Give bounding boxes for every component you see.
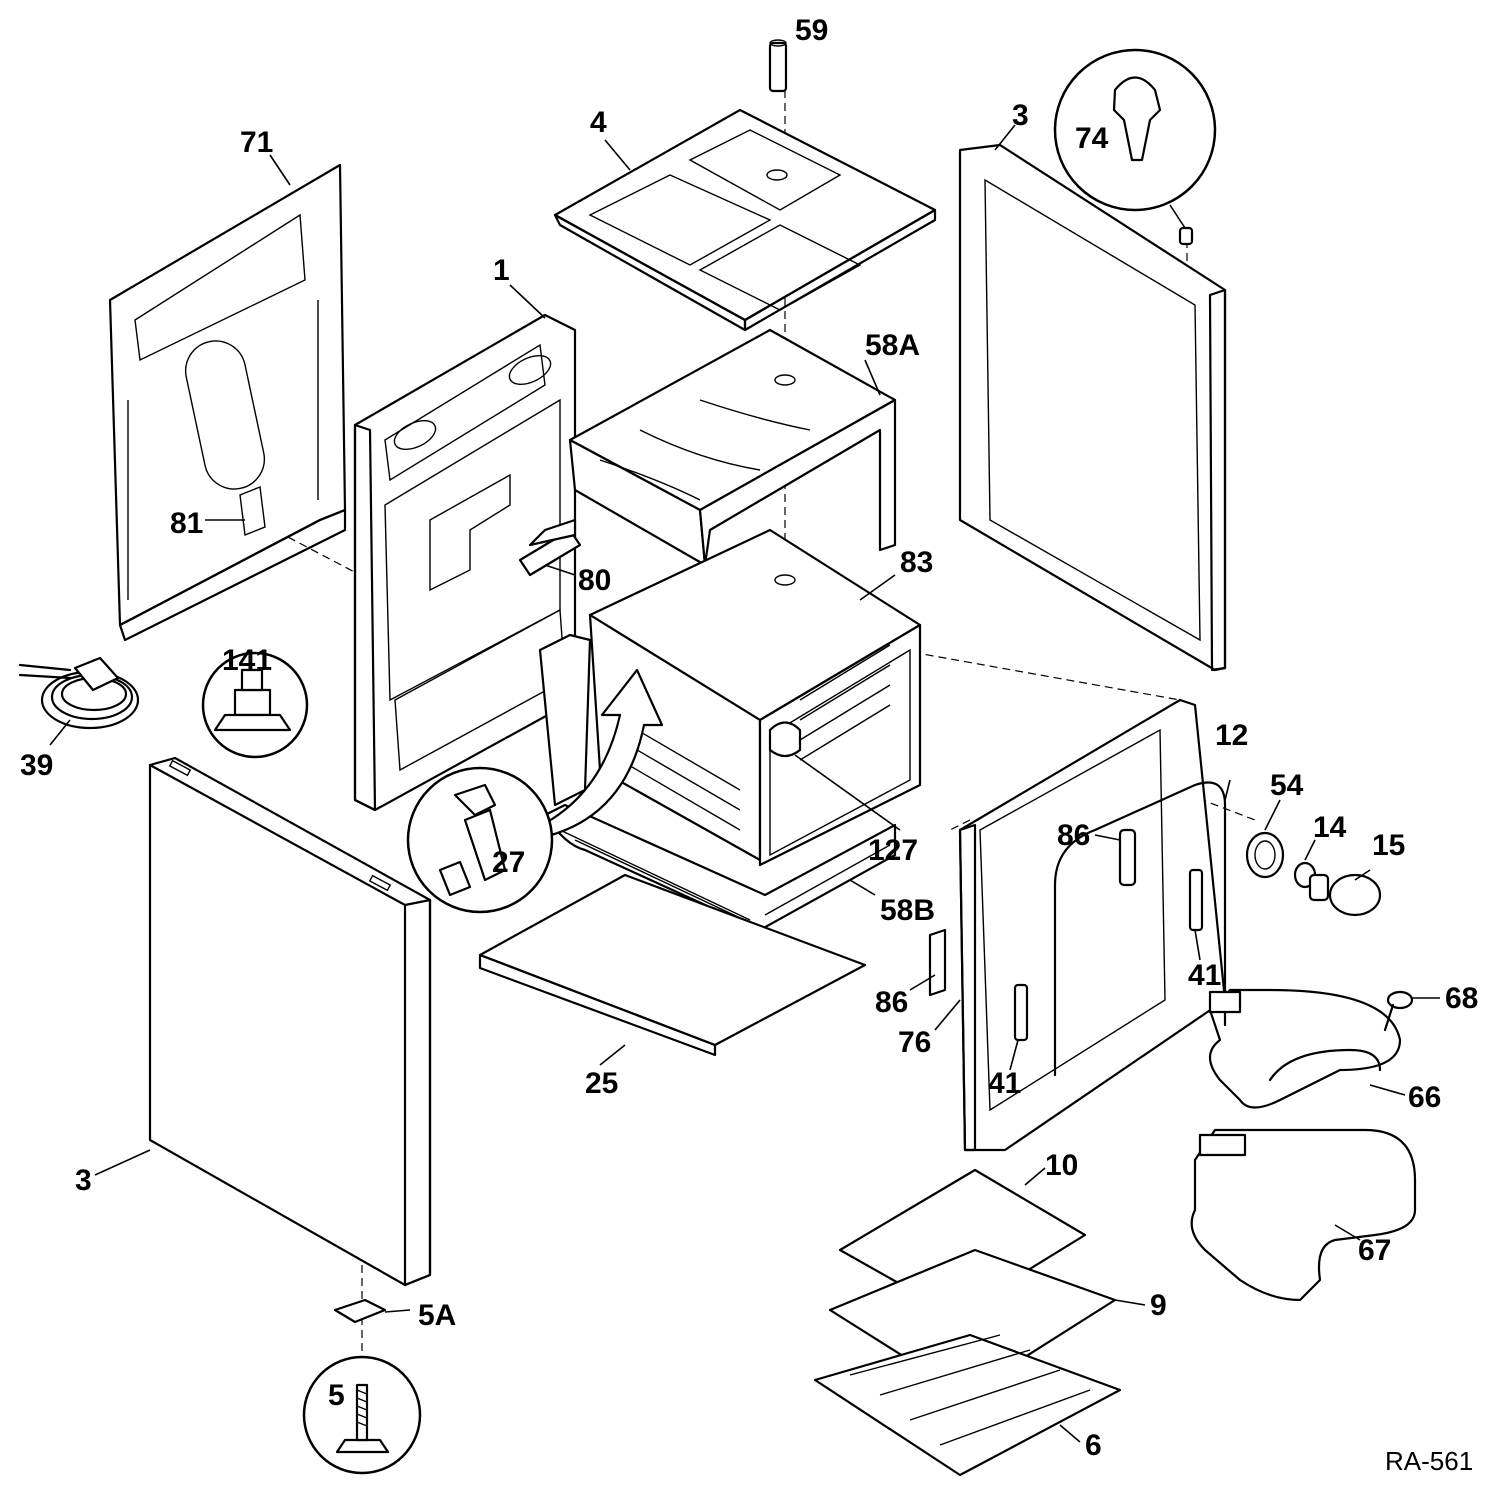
callout-arrow xyxy=(518,668,664,842)
wrap-insulation-part xyxy=(538,633,897,932)
label-15: 15 xyxy=(1372,829,1405,862)
strip-part xyxy=(518,518,582,577)
label-5: 5 xyxy=(328,1379,345,1412)
label-27: 27 xyxy=(492,846,525,879)
clip-part xyxy=(1383,990,1414,1032)
label-3-bottom: 3 xyxy=(75,1164,92,1197)
part-labels: 59 4 71 3 74 1 58A 81 80 83 141 39 27 12… xyxy=(20,14,1478,1476)
label-58a: 58A xyxy=(865,329,920,362)
label-10: 10 xyxy=(1045,1149,1078,1182)
wire-element-part xyxy=(1053,781,1227,1077)
label-58b: 58B xyxy=(880,894,935,927)
label-66: 66 xyxy=(1408,1081,1441,1114)
label-67: 67 xyxy=(1358,1234,1391,1267)
diagram-code: RA-561 xyxy=(1385,1446,1473,1476)
label-5a: 5A xyxy=(418,1299,456,1332)
label-41-left: 41 xyxy=(988,1067,1021,1100)
label-25: 25 xyxy=(585,1067,618,1100)
label-41-right: 41 xyxy=(1188,959,1221,992)
label-127: 127 xyxy=(868,834,918,867)
top-insulation-part xyxy=(568,328,897,567)
label-83: 83 xyxy=(900,546,933,579)
door-frame-part xyxy=(958,143,1227,672)
label-71: 71 xyxy=(240,126,273,159)
oven-shelf-parts xyxy=(813,1168,1122,1477)
detail-circle-27 xyxy=(406,766,554,914)
detail-circle-74 xyxy=(1053,48,1217,246)
label-141: 141 xyxy=(222,644,272,677)
leader-lines xyxy=(49,124,1440,1443)
light-socket-part xyxy=(768,721,901,831)
bottom-panel-part xyxy=(478,873,867,1057)
label-80: 80 xyxy=(578,564,611,597)
detail-circle-141 xyxy=(201,651,309,759)
power-cord-part xyxy=(18,656,140,730)
lamp-assembly xyxy=(1245,831,1382,917)
label-76: 76 xyxy=(898,1026,931,1059)
pin-part xyxy=(768,39,788,93)
label-86-left: 86 xyxy=(875,986,908,1019)
right-side-panel-part xyxy=(928,698,1227,1152)
broil-element-part xyxy=(1190,1128,1417,1302)
label-39: 39 xyxy=(20,749,53,782)
label-12: 12 xyxy=(1215,719,1248,752)
label-4: 4 xyxy=(590,106,607,139)
label-6: 6 xyxy=(1085,1429,1102,1462)
label-59: 59 xyxy=(795,14,828,47)
bake-element-part xyxy=(1208,988,1402,1109)
detail-circle-5 xyxy=(302,1355,422,1475)
label-86-top: 86 xyxy=(1057,819,1090,852)
rear-panel-part xyxy=(108,163,347,642)
label-14: 14 xyxy=(1313,811,1347,844)
label-81: 81 xyxy=(170,507,203,540)
label-54: 54 xyxy=(1270,769,1304,802)
label-1: 1 xyxy=(493,254,510,287)
label-3-top: 3 xyxy=(1012,99,1029,132)
label-74: 74 xyxy=(1075,122,1109,155)
leveling-bracket-part xyxy=(333,1298,411,1324)
label-9: 9 xyxy=(1150,1289,1167,1322)
label-68: 68 xyxy=(1445,982,1478,1015)
top-panel-part xyxy=(553,108,937,332)
side-panel-part xyxy=(148,756,432,1287)
